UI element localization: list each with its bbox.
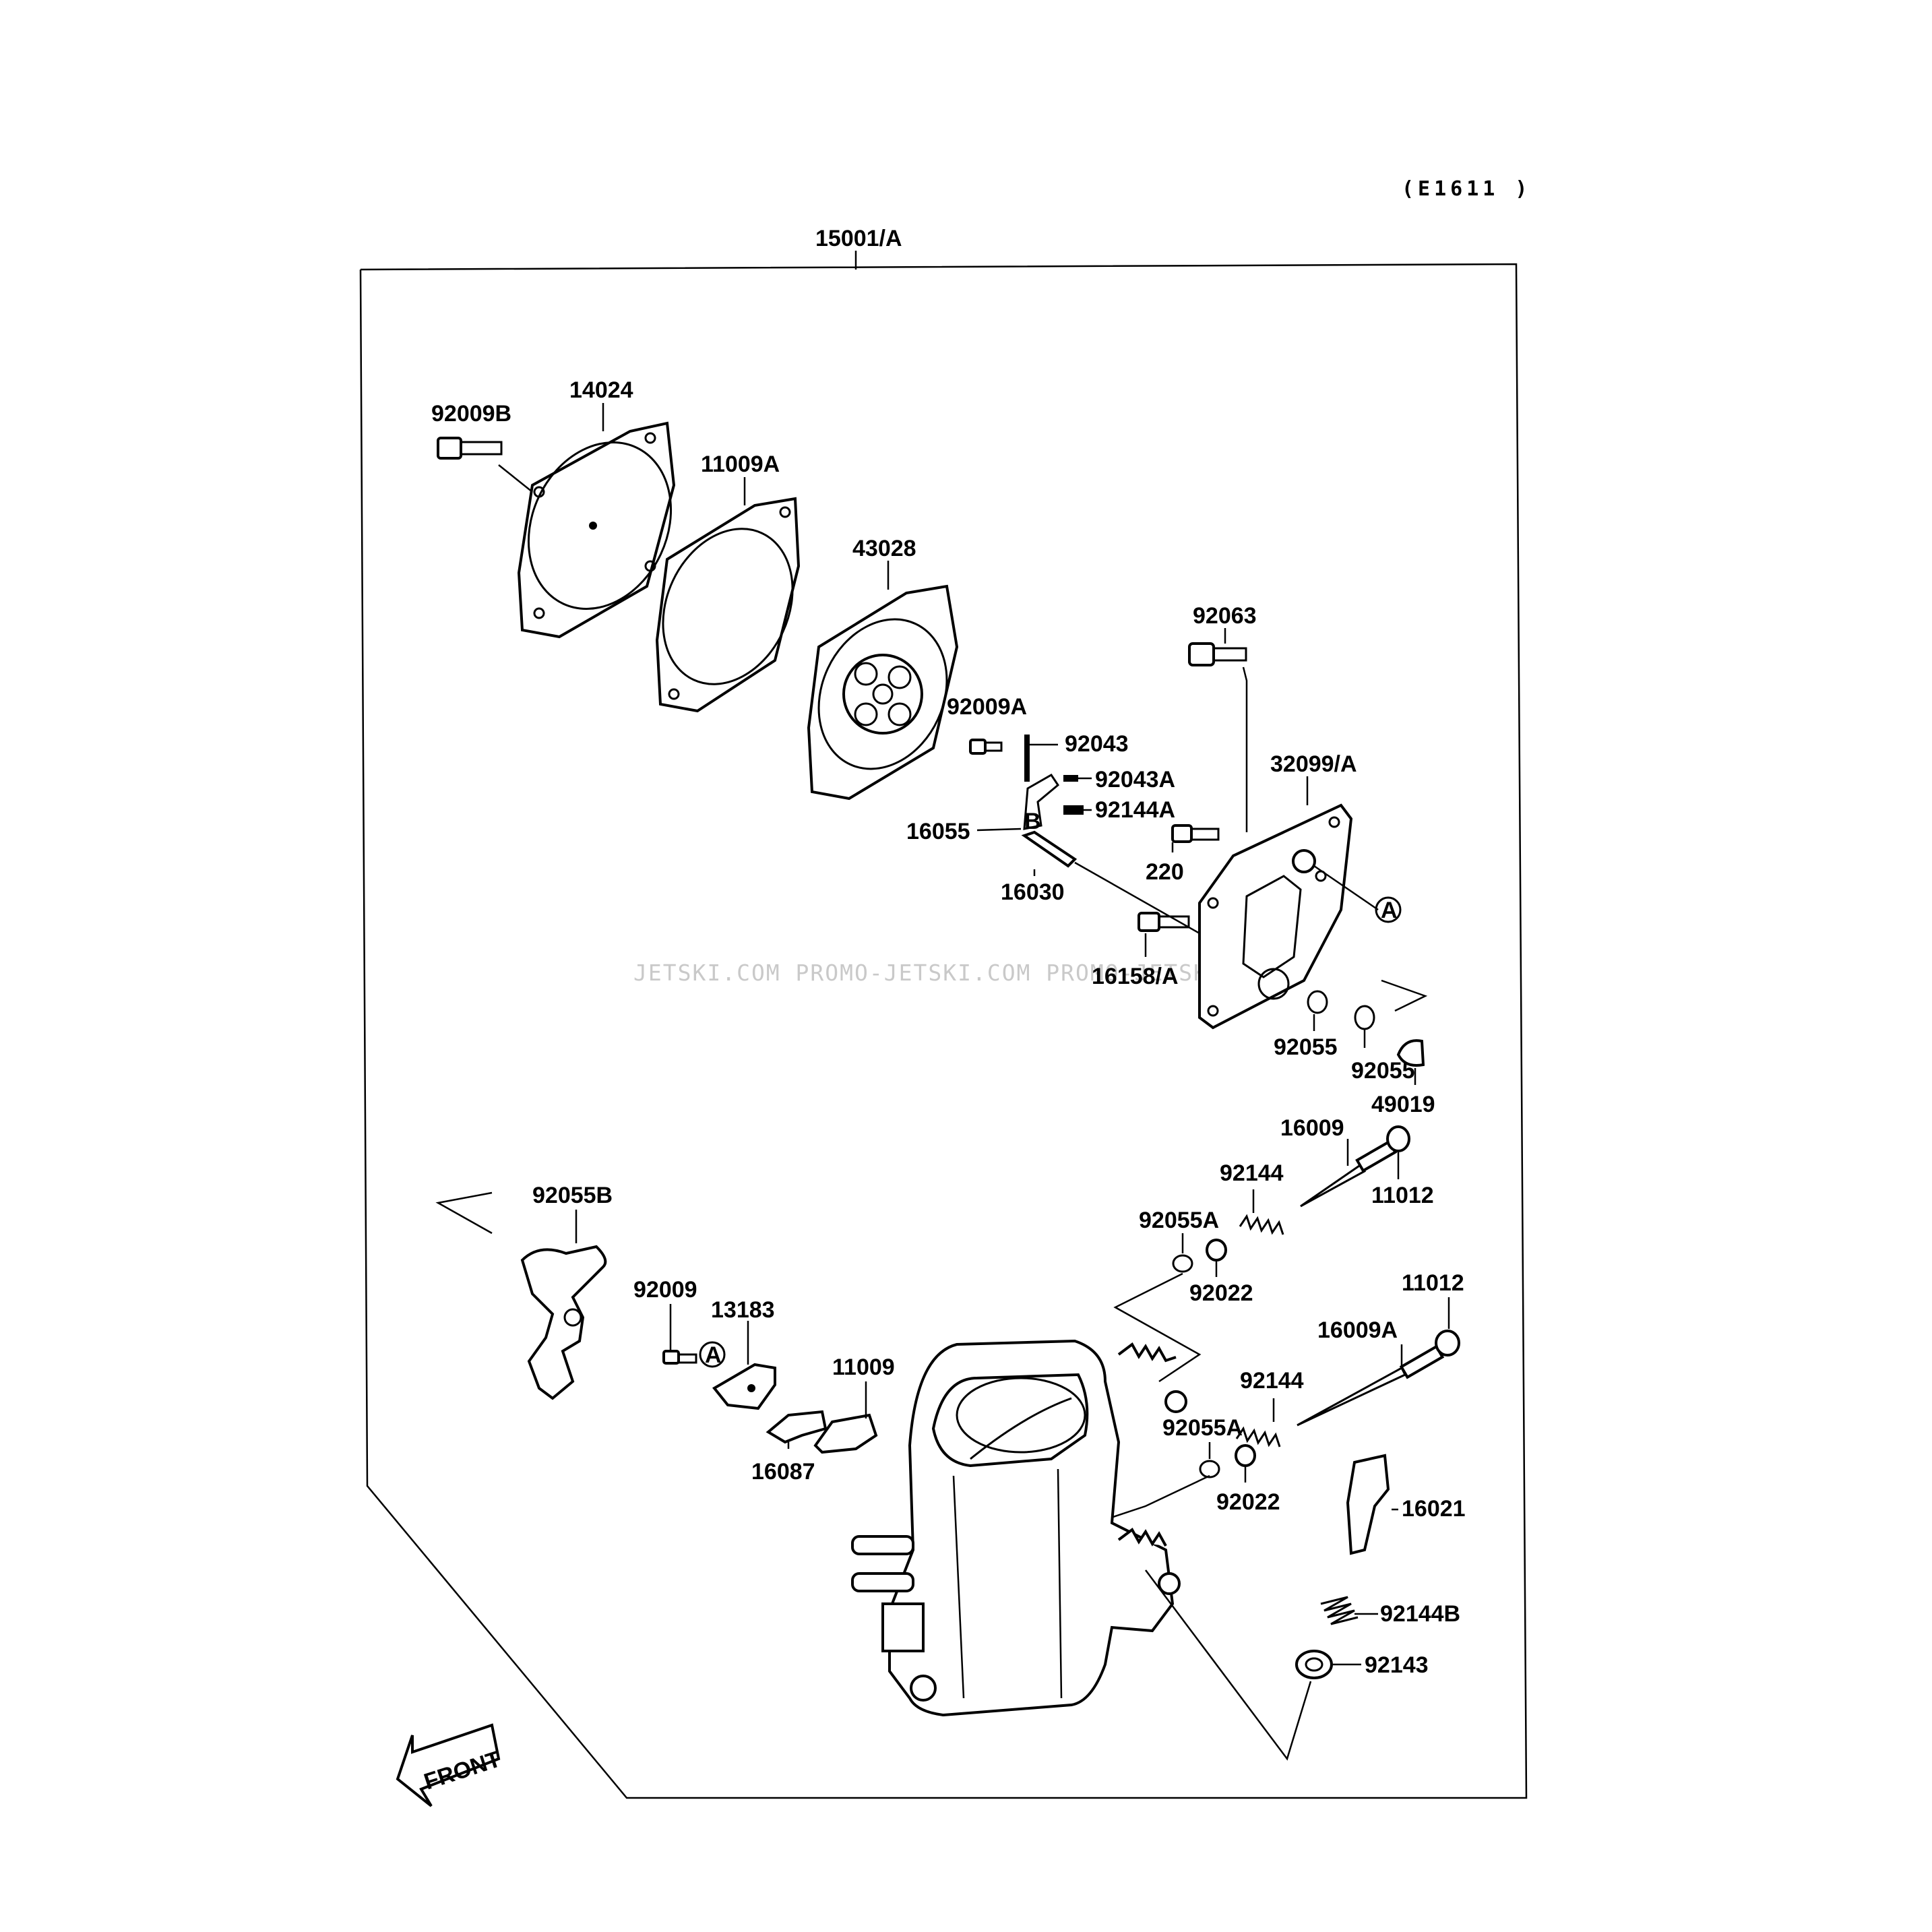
gasket-11009	[813, 1381, 878, 1454]
label-92022-2: 92022	[1216, 1489, 1280, 1515]
cap-92022-2	[1235, 1444, 1256, 1483]
label-92043: 92043	[1065, 731, 1129, 757]
label-92043a: 92043A	[1095, 767, 1175, 792]
label-11012-1: 11012	[1371, 1183, 1434, 1208]
screw-16009a	[1297, 1344, 1445, 1427]
cover-14024	[517, 421, 676, 639]
label-11012-2: 11012	[1402, 1270, 1464, 1296]
cap-49019	[1396, 1039, 1425, 1085]
cap-92022-1	[1206, 1239, 1227, 1277]
label-16055: 16055	[906, 819, 970, 844]
label-92144b: 92144B	[1380, 1601, 1460, 1627]
gasket-11009a	[655, 497, 801, 713]
cap-11012-2	[1435, 1297, 1460, 1357]
label-13183: 13183	[711, 1297, 775, 1323]
cap-92143	[1295, 1650, 1361, 1679]
label-16158a: 16158/A	[1092, 964, 1179, 989]
label-92022-1: 92022	[1189, 1280, 1253, 1306]
throttle-body	[851, 1339, 1187, 1717]
label-92063: 92063	[1193, 603, 1257, 629]
assembly-boundary	[359, 263, 1528, 1799]
pin-92043	[1024, 735, 1058, 782]
label-92009: 92009	[633, 1277, 697, 1303]
spring-92144-1	[1239, 1189, 1284, 1235]
label-14024: 14024	[569, 377, 633, 403]
marker-a-top	[1375, 896, 1402, 923]
spring-92144b	[1320, 1596, 1378, 1625]
bolt-92063	[1188, 642, 1248, 832]
label-92009a: 92009A	[947, 694, 1027, 720]
marker-a-bottom	[699, 1341, 726, 1368]
spring-92144-2	[1235, 1398, 1281, 1447]
label-92009b: 92009B	[431, 401, 511, 427]
leader-body-idle	[1145, 1569, 1312, 1761]
screw-220	[1171, 824, 1220, 852]
label-49019: 49019	[1371, 1092, 1435, 1117]
cover-32099a	[1198, 803, 1353, 1030]
label-32099a: 32099/A	[1270, 751, 1357, 777]
spring-92144a	[1063, 805, 1092, 815]
leader-a-top	[1313, 865, 1379, 911]
label-43028: 43028	[852, 536, 916, 561]
label-11009a: 11009A	[701, 451, 780, 477]
label-16021: 16021	[1402, 1496, 1466, 1522]
assembly-label: 15001/A	[815, 226, 902, 251]
label-92055b: 92055B	[532, 1183, 613, 1208]
marker-a-bottom-text: A	[705, 1342, 722, 1368]
bolt-92009b	[437, 437, 533, 493]
label-92055a-2: 92055A	[1162, 1415, 1243, 1441]
cap-11012-1	[1386, 1125, 1410, 1179]
label-11009: 11009	[832, 1354, 895, 1380]
label-220: 220	[1146, 859, 1184, 885]
pin-92043a	[1063, 775, 1092, 782]
label-92143: 92143	[1365, 1652, 1429, 1678]
needle-16030	[1021, 830, 1200, 935]
leader-92055a-1-body	[1113, 1272, 1202, 1383]
label-92055a-1: 92055A	[1139, 1208, 1219, 1233]
gasket-16087	[766, 1410, 828, 1449]
label-92144-2: 92144	[1240, 1368, 1304, 1394]
washer-92055a-2	[1199, 1442, 1220, 1478]
marker-a-top-text: A	[1381, 898, 1398, 923]
oring-92055-1	[1307, 990, 1328, 1031]
front-arrow: FRONT	[396, 1723, 504, 1807]
label-16087: 16087	[751, 1459, 815, 1485]
screw-92009a	[969, 739, 1003, 755]
watermark: JETSKI.COM PROMO-JETSKI.COM PROMO-JETSKI…	[633, 960, 1282, 986]
label-92055-1: 92055	[1274, 1034, 1338, 1060]
marker-b: B	[1024, 809, 1041, 834]
label-92144-1: 92144	[1220, 1160, 1284, 1186]
diagram-code: (E1611 )	[1402, 177, 1532, 201]
plate-13183	[712, 1321, 776, 1410]
label-16030: 16030	[1001, 879, 1065, 905]
arrow-right-top	[1381, 979, 1428, 1012]
label-92144a: 92144A	[1095, 797, 1175, 823]
screw-92009	[662, 1304, 697, 1365]
oring-92055-2	[1354, 1005, 1375, 1048]
label-16009: 16009	[1280, 1115, 1344, 1141]
screw-16158a	[1138, 912, 1190, 957]
gasket-92055b	[520, 1210, 607, 1400]
screw-16021	[1346, 1454, 1398, 1555]
arrow-left	[435, 1191, 493, 1235]
lever-16055	[976, 774, 1059, 832]
diaphragm-43028	[807, 584, 959, 801]
label-16009a: 16009A	[1317, 1317, 1398, 1343]
washer-92055a-1	[1172, 1233, 1193, 1273]
